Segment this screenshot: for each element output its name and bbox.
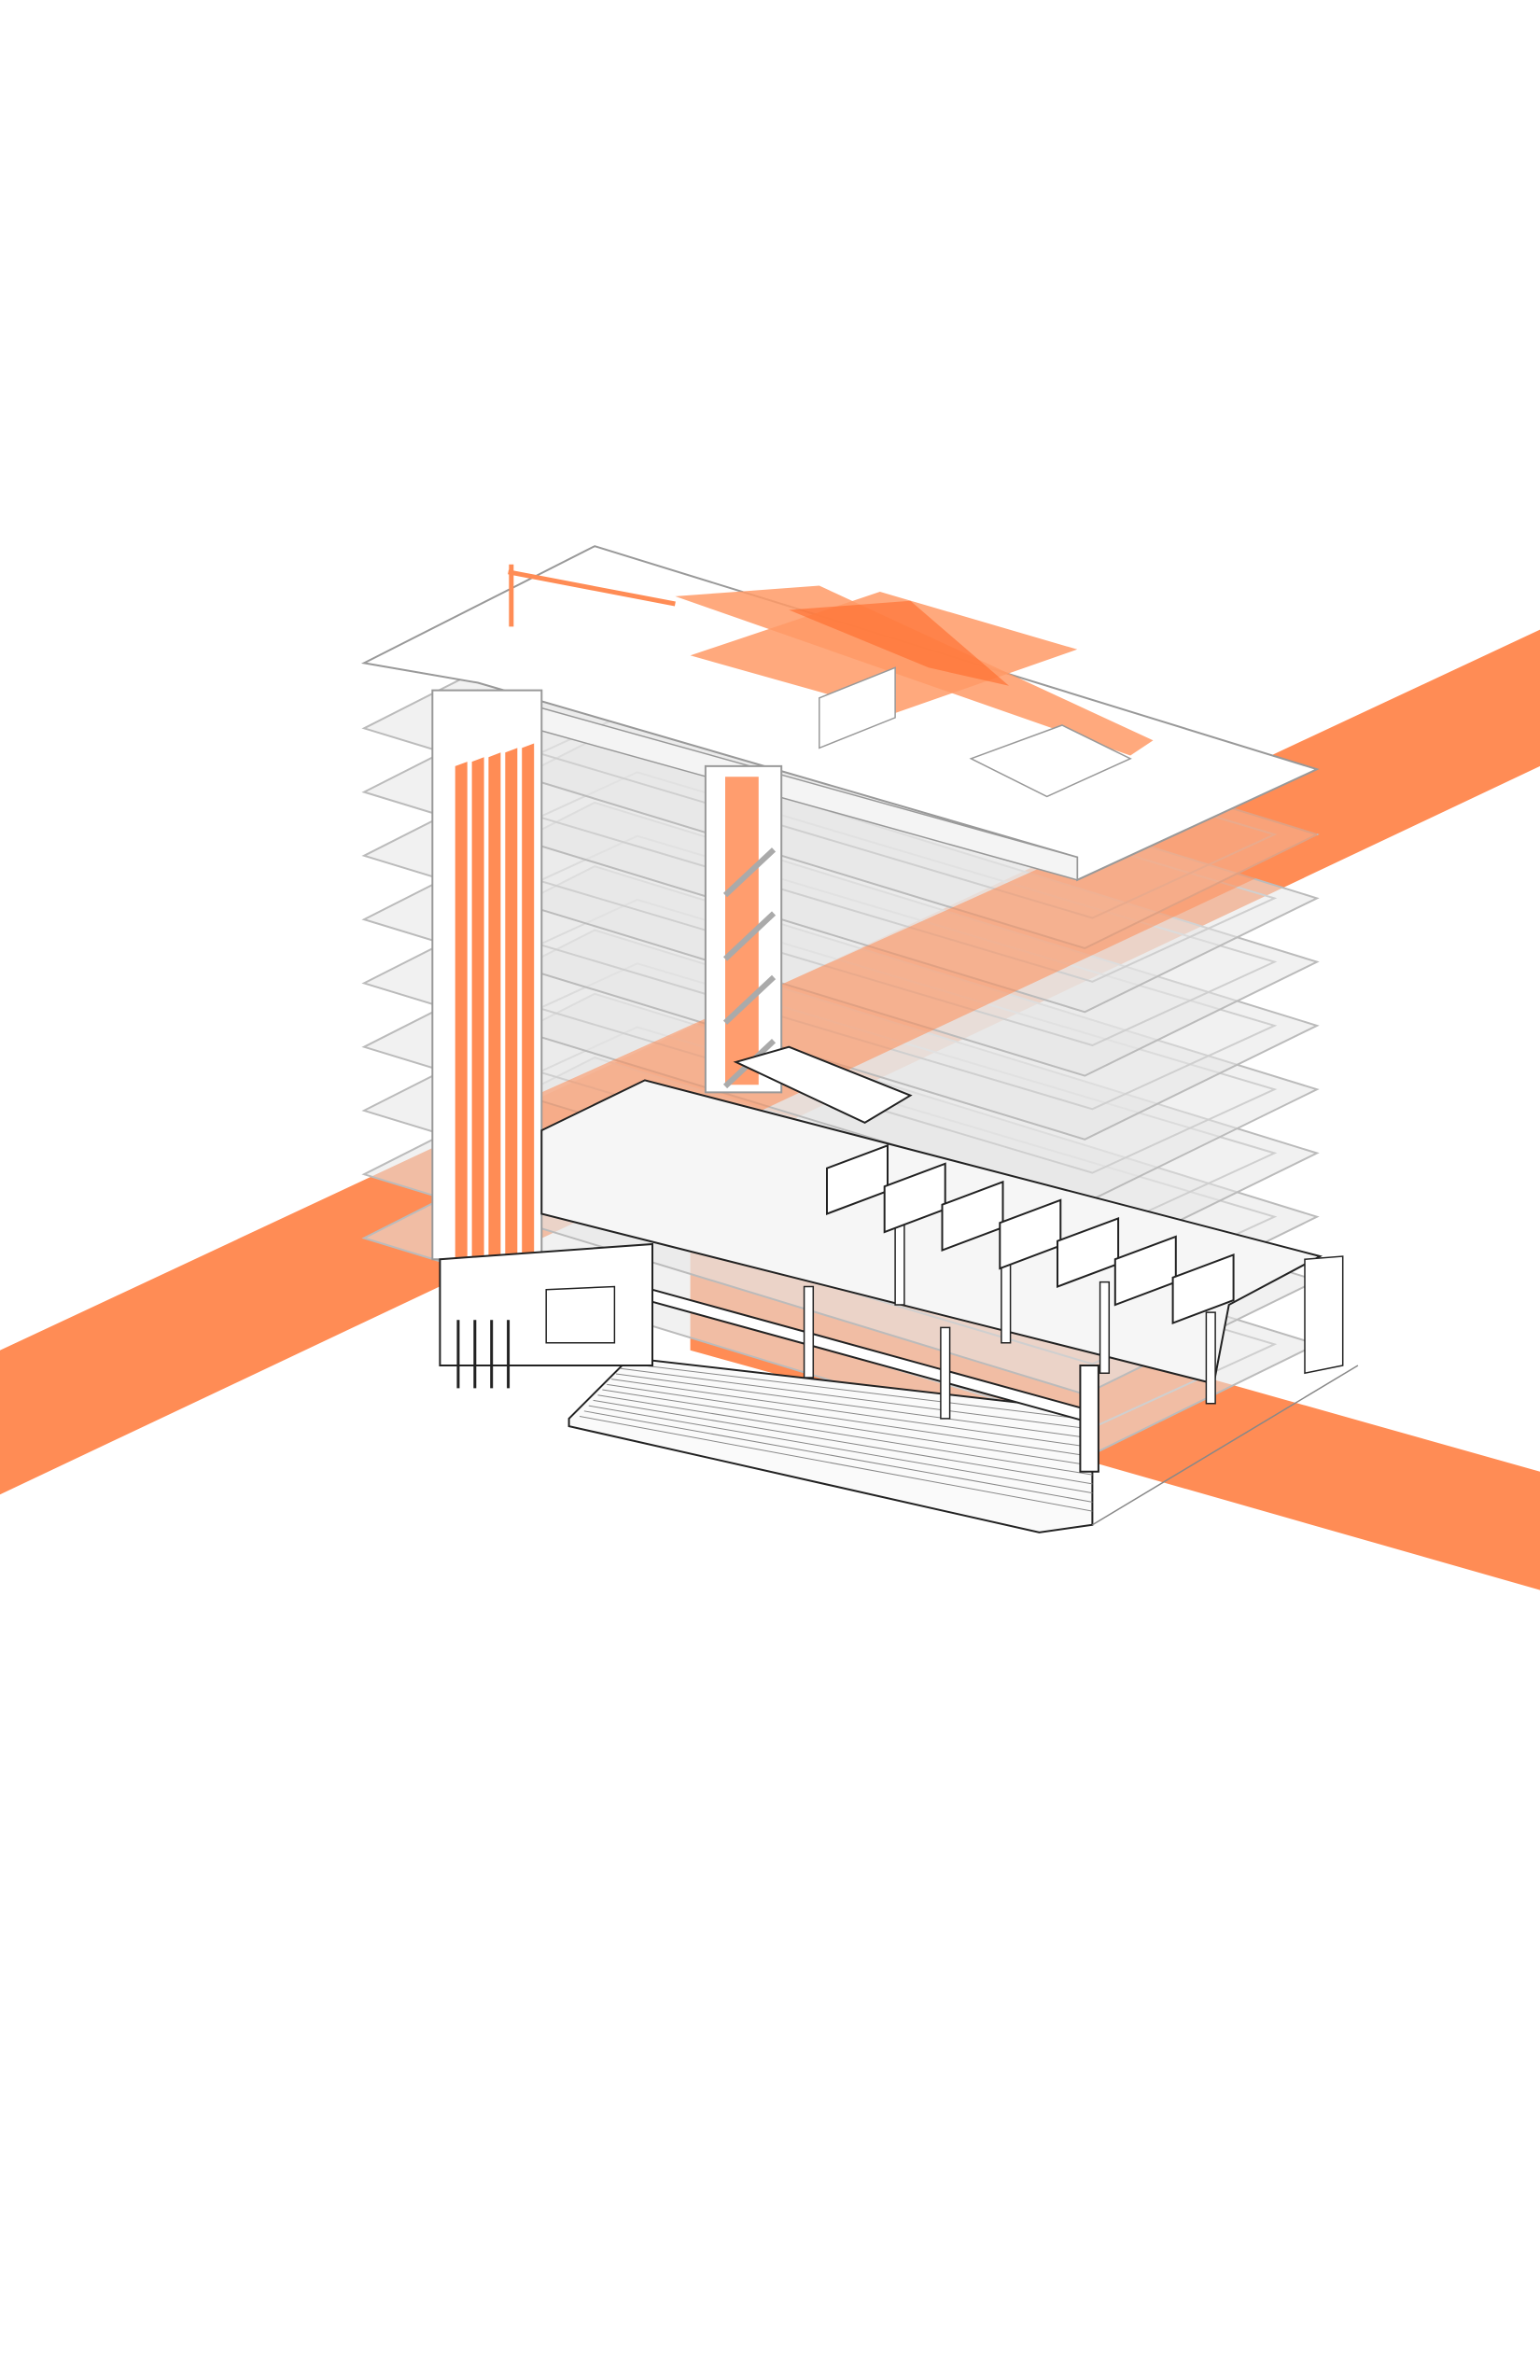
core-orange-fin: [488, 752, 501, 1260]
roof-canopy-b: [690, 592, 1078, 713]
step-line: [607, 1383, 1093, 1458]
roof-beam: [508, 569, 676, 607]
core-orange-fin: [455, 762, 468, 1260]
column: [1205, 1311, 1216, 1405]
column: [940, 1326, 951, 1420]
upper-room-box: [733, 1045, 913, 1125]
column: [803, 1285, 815, 1379]
column-front: [1079, 1365, 1099, 1473]
stair-flight: [722, 974, 777, 1025]
step-line: [611, 1379, 1093, 1449]
step-line: [579, 1416, 1093, 1512]
entrance-window: [545, 1285, 616, 1344]
step-line: [615, 1373, 1093, 1439]
classroom-box: [1171, 1253, 1235, 1324]
column: [1099, 1281, 1111, 1374]
step-line: [588, 1405, 1093, 1494]
step-line: [620, 1367, 1093, 1430]
core-orange-fin: [471, 757, 484, 1260]
roof-canopy-overlap: [789, 600, 1009, 686]
roof-stair: [969, 724, 1132, 798]
band-overlay: [541, 743, 1317, 1214]
stair-flight: [722, 847, 777, 898]
roof-wall: [819, 666, 896, 749]
middle-core-orange: [725, 777, 759, 1085]
site-edge: [1092, 1365, 1359, 1526]
right-stair-core: [1304, 1255, 1344, 1375]
step-line: [597, 1394, 1093, 1476]
core-orange-fin: [522, 743, 535, 1260]
step-line: [624, 1363, 1093, 1421]
ground-level: [439, 1045, 1359, 1533]
core-orange-fin: [505, 748, 518, 1260]
stair-flight: [722, 911, 777, 961]
podium-floor: [540, 1079, 1323, 1385]
step-line: [583, 1410, 1093, 1503]
step-line: [602, 1389, 1093, 1466]
step-line: [593, 1399, 1093, 1485]
